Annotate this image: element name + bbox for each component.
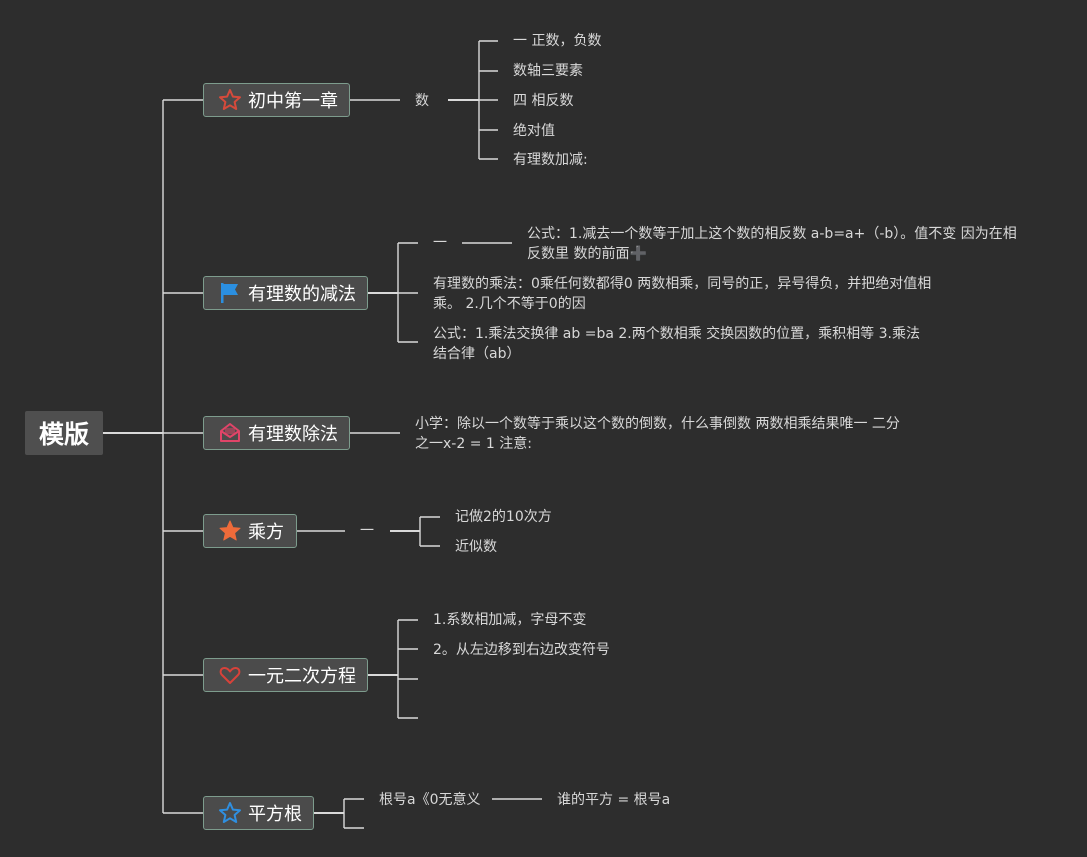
star-outline-blue-icon [218,801,242,825]
chapter1-item[interactable]: 一 正数，负数 [513,33,602,49]
chapter1-mid-node[interactable]: 数 [415,93,429,109]
root-label: 模版 [38,420,89,449]
root-node[interactable]: 模版 [25,411,103,455]
topic-label: 平方根 [248,804,302,825]
chapter1-item[interactable]: 有理数加减: [513,152,588,168]
quadratic-item[interactable]: 1.系数相加减，字母不变 [433,612,587,628]
star-filled-icon [218,519,242,543]
heart-icon [218,663,242,687]
quadratic-item[interactable]: 2。从左边移到右边改变符号 [433,642,610,658]
topic-square-root[interactable]: 平方根 [203,796,314,830]
star-outline-icon [218,88,242,112]
topic-power[interactable]: 乘方 [203,514,297,548]
topic-rational-subtraction[interactable]: 有理数的减法 [203,276,368,310]
division-text-node[interactable]: 小学：除以一个数等于乘以这个数的倒数，什么事倒数 两数相乘结果唯一 二分之一x-… [415,416,900,452]
subtraction-dash-node[interactable]: 一 [433,235,447,251]
sqrt-item[interactable]: 根号a《0无意义 [379,792,481,808]
sqrt-item[interactable]: 谁的平方 = 根号a [557,792,671,808]
topic-label: 有理数除法 [248,424,338,445]
topic-rational-division[interactable]: 有理数除法 [203,416,350,450]
power-dash-node[interactable]: 一 [360,523,374,539]
multiply-rule-node[interactable]: 有理数的乘法：0乘任何数都得0 两数相乘，同号的正，异号得负，并把绝对值相乘。 … [433,276,932,312]
chapter1-item[interactable]: 四 相反数 [513,93,574,109]
multiply-law-node[interactable]: 公式：1.乘法交换律 ab =ba 2.两个数相乘 交换因数的位置，乘积相等 3… [433,326,920,362]
topic-label: 初中第一章 [248,91,338,112]
chapter1-item[interactable]: 数轴三要素 [513,63,583,79]
power-item[interactable]: 近似数 [455,539,497,555]
topic-label: 一元二次方程 [248,666,356,687]
subtraction-formula-node[interactable]: 公式：1.减去一个数等于加上这个数的相反数 a-b=a+（-b）。值不变 因为在… [527,224,1022,264]
power-item[interactable]: 记做2的10次方 [455,509,552,525]
flag-icon [218,281,242,305]
mail-icon [218,421,242,445]
topic-quadratic-equation[interactable]: 一元二次方程 [203,658,368,692]
topic-label: 有理数的减法 [248,284,356,305]
subtraction-formula-text: 公式：1.减去一个数等于加上这个数的相反数 a-b=a+（-b）。值不变 因为在… [527,226,1017,262]
topic-label: 乘方 [248,522,284,543]
chapter1-item[interactable]: 绝对值 [513,123,555,139]
plus-icon: ➕ [629,246,647,262]
topic-chapter-one[interactable]: 初中第一章 [203,83,350,117]
